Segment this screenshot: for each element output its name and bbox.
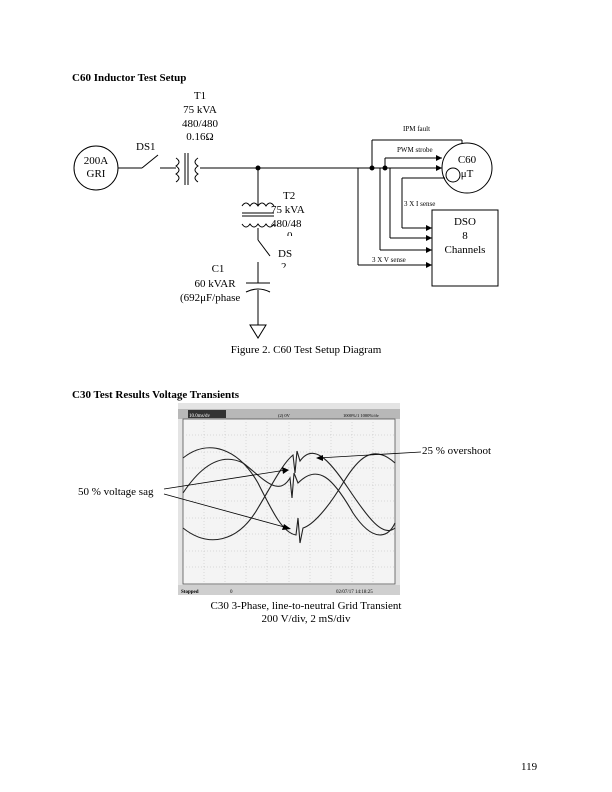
t1-impedance: 0.16Ω xyxy=(186,131,214,140)
scope-status: Stopped xyxy=(181,590,199,595)
c60-test-setup-diagram xyxy=(73,139,499,339)
phase-a-trace xyxy=(182,447,396,544)
source-line1: 200A xyxy=(83,155,109,167)
i-sense-label: 3 X I sense xyxy=(404,200,436,208)
ds2-line2: 2 xyxy=(281,261,287,268)
scope-timebase: 10.0ms/dv xyxy=(189,414,210,419)
c60-line2: μT xyxy=(460,168,474,180)
c1-value: (692μF/phase xyxy=(180,292,241,304)
phase-c-trace xyxy=(182,458,396,536)
t2-ratio: 480/48 xyxy=(271,218,302,230)
pwm-strobe-label: PWM strobe xyxy=(397,146,433,154)
source-line2: GRI xyxy=(86,168,106,180)
dso-box xyxy=(431,209,499,287)
sag-arrow-upper xyxy=(163,469,287,490)
t1-rating: 75 kVA xyxy=(183,104,217,116)
v-sense-label: 3 X V sense xyxy=(372,256,406,264)
oscilloscope-capture: 10.0ms/dv 1000%/1 1000%/dv (2) 0V Stoppe… xyxy=(178,403,400,595)
c60-line1: C60 xyxy=(457,154,477,166)
scope-caption-line1: C30 3-Phase, line-to-neutral Grid Transi… xyxy=(210,600,402,612)
section-heading-c30: C30 Test Results Voltage Transients xyxy=(72,389,240,401)
t2-primary-coil xyxy=(241,202,275,207)
c60-inner-circle xyxy=(445,167,461,183)
c1-name: C1 xyxy=(211,263,225,275)
overshoot-annotation: 25 % overshoot xyxy=(422,445,492,457)
scope-bottom-mid: 0 xyxy=(230,590,233,595)
scope-channel-scale: 1000%/1 1000%/dv xyxy=(343,413,380,418)
ipm-fault-label: IPM fault xyxy=(403,125,431,133)
c1-capacitor-plate-bottom xyxy=(245,288,271,293)
dso-line2: 8 xyxy=(462,230,468,242)
ds2-switch xyxy=(257,239,271,257)
t1-ratio: 480/480 xyxy=(181,118,219,130)
c1-rating: 60 kVAR xyxy=(194,278,236,290)
t2-secondary-coil xyxy=(241,223,275,228)
sag-annotation: 50 % voltage sag xyxy=(78,486,154,498)
ground-symbol xyxy=(249,324,267,339)
t2-extra: 0 xyxy=(287,230,293,236)
dso-line1: DSO xyxy=(453,216,476,228)
overshoot-arrow xyxy=(317,451,422,459)
t1-primary-coil xyxy=(175,157,180,183)
oscilloscope-screen: 10.0ms/dv 1000%/1 1000%/dv (2) 0V Stoppe… xyxy=(178,403,400,595)
phase-b-trace xyxy=(182,450,396,541)
t2-rating: 75 kVA xyxy=(271,204,305,216)
t1-name: T1 xyxy=(193,90,207,102)
t1-secondary-coil xyxy=(194,157,199,183)
section-heading-c60: C60 Inductor Test Setup xyxy=(72,72,187,84)
scope-caption-line2: 200 V/div, 2 mS/div xyxy=(261,613,351,625)
dso-line3: Channels xyxy=(444,244,486,256)
ds2-line1: DS xyxy=(278,248,293,260)
t2-name: T2 xyxy=(283,190,296,202)
ds1-label: DS1 xyxy=(136,141,156,153)
sag-arrow-lower xyxy=(163,493,289,529)
page-number: 119 xyxy=(521,761,538,773)
figure-caption: Figure 2. C60 Test Setup Diagram xyxy=(230,344,382,356)
scope-timestamp: 02/07/17 14:18:25 xyxy=(336,590,373,595)
ds1-switch xyxy=(141,154,159,169)
scope-top-mid: (2) 0V xyxy=(278,413,291,418)
